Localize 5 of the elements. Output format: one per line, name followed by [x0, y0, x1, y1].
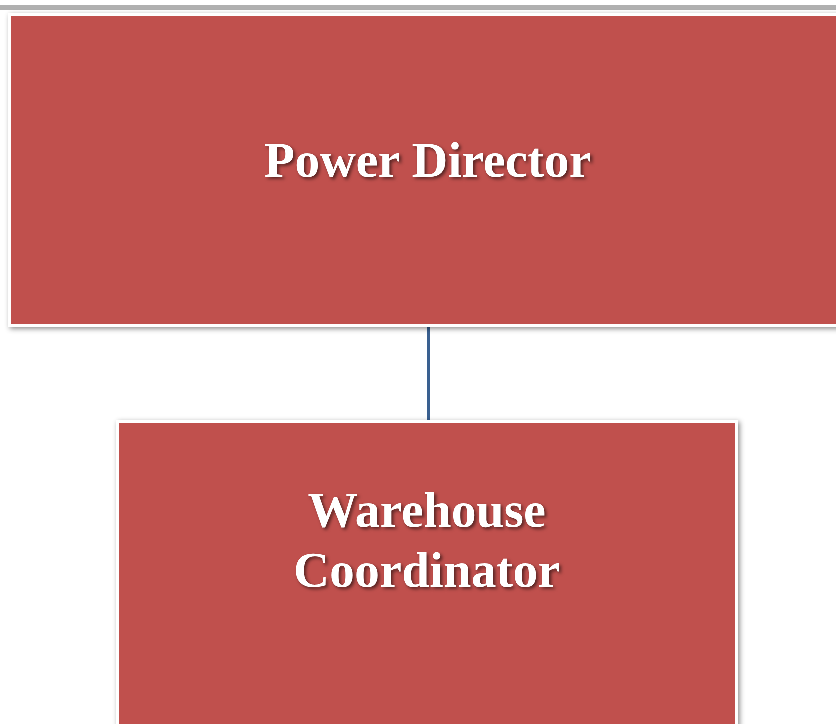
connector-line — [428, 327, 430, 420]
org-box — [8, 13, 836, 327]
role-title: Warehouse Coordinator — [292, 481, 562, 600]
org-box — [116, 420, 738, 724]
role-title: Power Director — [264, 131, 592, 190]
